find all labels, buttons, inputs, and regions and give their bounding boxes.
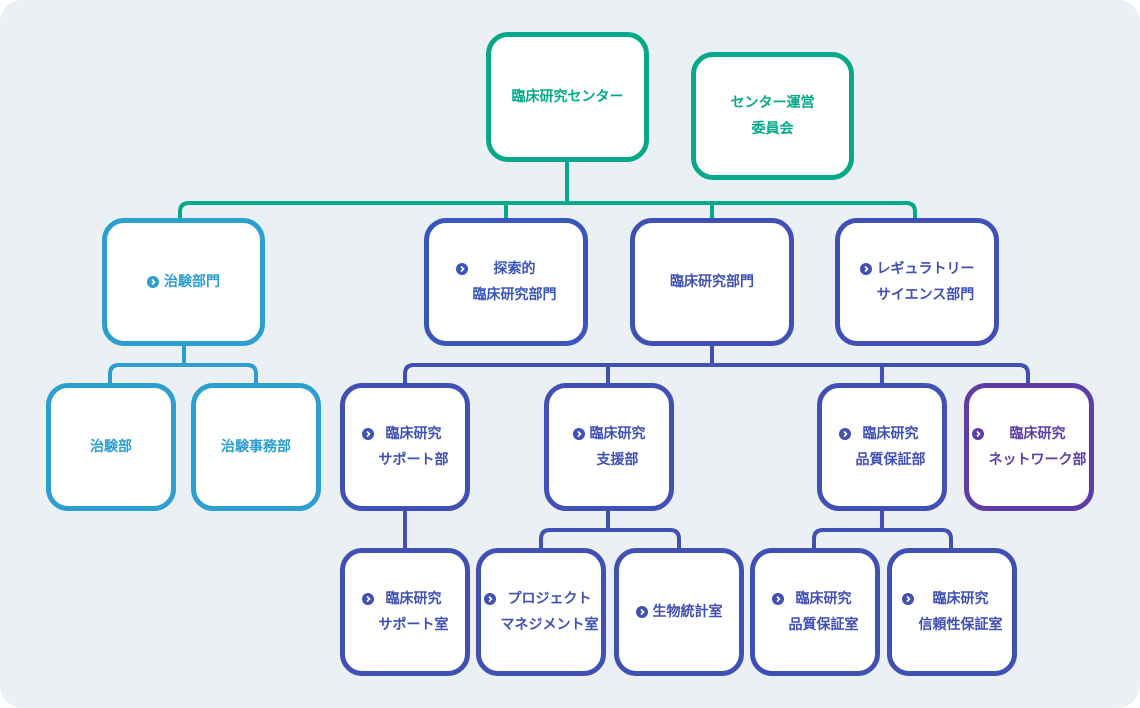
node-shien-bu-label: 臨床研究 支援部	[589, 426, 646, 468]
node-hinshitsu-shitsu[interactable]: 臨床研究 品質保証室	[750, 548, 880, 676]
node-toukei-shitsu-label: 生物統計室	[652, 604, 723, 620]
node-chiken-jimu[interactable]: 治験事務部	[191, 383, 321, 511]
node-dept-regulatory[interactable]: レギュラトリー サイエンス部門	[835, 218, 999, 346]
node-center-label: 臨床研究センター	[511, 89, 624, 105]
node-network-bu-label: 臨床研究 ネットワーク部	[988, 426, 1087, 468]
chevron-right-icon	[838, 428, 851, 440]
connector-center-to-departments	[178, 158, 917, 220]
connector-chiken-branch	[108, 343, 258, 385]
node-dept-tansaku-label: 探索的 臨床研究部門	[472, 261, 557, 303]
node-committee-label: センター運営 委員会	[730, 95, 815, 137]
node-pm-shitsu[interactable]: プロジェクト マネジメント室	[476, 548, 606, 676]
node-dept-rinsho-label: 臨床研究部門	[670, 274, 754, 290]
chevron-right-icon	[859, 263, 872, 275]
node-dept-chiken[interactable]: 治験部門	[102, 218, 265, 346]
chevron-right-icon	[635, 606, 648, 618]
node-chiken-jimu-label: 治験事務部	[221, 439, 291, 455]
chevron-right-icon	[901, 593, 914, 605]
chevron-right-icon	[455, 263, 468, 275]
node-dept-rinsho[interactable]: 臨床研究部門	[630, 218, 794, 346]
chevron-right-icon	[572, 428, 585, 440]
node-network-bu[interactable]: 臨床研究 ネットワーク部	[964, 383, 1094, 511]
connector-sub-branches	[403, 508, 953, 550]
chevron-right-icon	[147, 276, 159, 288]
node-hinshitsu-shitsu-label: 臨床研究 品質保証室	[788, 591, 859, 633]
chevron-right-icon	[771, 593, 784, 605]
node-shinrai-shitsu[interactable]: 臨床研究 信頼性保証室	[887, 548, 1017, 676]
connector-rinsho-branch	[403, 343, 1030, 385]
node-support-bu-label: 臨床研究 サポート部	[378, 426, 449, 468]
node-hinshitsu-bu-label: 臨床研究 品質保証部	[855, 426, 926, 468]
node-committee[interactable]: センター運営 委員会	[691, 52, 854, 180]
node-toukei-shitsu[interactable]: 生物統計室	[614, 548, 744, 676]
node-dept-regulatory-label: レギュラトリー サイエンス部門	[876, 261, 975, 303]
node-pm-shitsu-label: プロジェクト マネジメント室	[500, 591, 599, 633]
node-hinshitsu-bu[interactable]: 臨床研究 品質保証部	[817, 383, 947, 511]
node-shinrai-shitsu-label: 臨床研究 信頼性保証室	[918, 591, 1003, 633]
node-support-bu[interactable]: 臨床研究 サポート部	[340, 383, 470, 511]
node-center[interactable]: 臨床研究センター	[486, 32, 649, 162]
node-dept-tansaku[interactable]: 探索的 臨床研究部門	[424, 218, 588, 346]
node-support-shitsu[interactable]: 臨床研究 サポート室	[340, 548, 470, 676]
chevron-right-icon	[971, 428, 984, 440]
node-shien-bu[interactable]: 臨床研究 支援部	[544, 383, 674, 511]
chevron-right-icon	[361, 428, 374, 440]
node-chiken-bu[interactable]: 治験部	[46, 383, 176, 511]
node-chiken-bu-label: 治験部	[90, 439, 132, 455]
chevron-right-icon	[361, 593, 374, 605]
node-dept-chiken-label: 治験部門	[164, 274, 220, 290]
node-support-shitsu-label: 臨床研究 サポート室	[378, 591, 449, 633]
chevron-right-icon	[483, 593, 496, 605]
